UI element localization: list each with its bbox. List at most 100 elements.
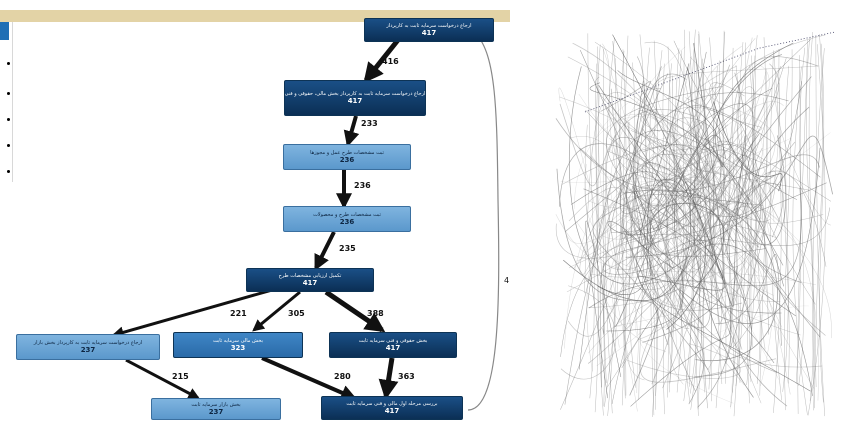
spaghetti-edge (702, 58, 712, 390)
spaghetti-edge (808, 32, 815, 411)
edge-n7-n10 (261, 356, 357, 401)
spaghetti-edge (572, 42, 687, 385)
process-node[interactable]: ثبت مشخصات طرح و محصولات 236 (283, 206, 411, 232)
node-count: 417 (421, 28, 437, 37)
spaghetti-edge (752, 35, 761, 384)
spaghetti-edge (703, 201, 768, 409)
spaghetti-edge (602, 46, 642, 348)
edge-n8-n10 (378, 357, 399, 400)
spaghetti-edge (578, 93, 806, 249)
edge-label: 388 (367, 309, 384, 318)
process-node[interactable]: ارجاع درخواست سرمایه ثابت به کارپرداز بخ… (284, 80, 426, 116)
spaghetti-edge (604, 37, 615, 414)
node-chain (584, 31, 836, 113)
spaghetti-edge (689, 33, 699, 387)
process-edges (111, 32, 500, 411)
spaghetti-edge (562, 101, 784, 244)
spaghetti-edge (692, 134, 754, 398)
process-node[interactable]: بخش بازار سرمایه ثابت 237 (151, 398, 281, 420)
spaghetti-edge (567, 219, 743, 350)
spaghetti-edge (746, 106, 810, 246)
spaghetti-edge (672, 117, 739, 226)
node-label: بخش حقوقی و فنی سرمایه ثابت (358, 337, 428, 344)
spaghetti-edge (730, 47, 737, 408)
spaghetti-edge (560, 166, 760, 248)
spaghetti-edge (795, 55, 802, 384)
spaghetti-edge (736, 183, 802, 283)
spaghetti-edge (559, 143, 732, 408)
spaghetti-edge (778, 49, 790, 384)
edge-label: 233 (361, 119, 378, 128)
process-node[interactable]: ارجاع درخواست سرمایه ثابت به کارپرداز بخ… (16, 334, 160, 360)
spaghetti-edge (746, 55, 757, 386)
node-label: ارجاع درخواست سرمایه ثابت به کارپرداز بخ… (284, 90, 426, 97)
spaghetti-edge (626, 175, 775, 364)
spaghetti-edge (666, 63, 672, 398)
spaghetti-edge (604, 41, 622, 407)
spaghetti-edge (774, 79, 831, 226)
node-label: بخش بازار سرمایه ثابت (191, 401, 241, 408)
node-label: تکمیل ارزیابی مشخصات طرح (278, 272, 342, 279)
spaghetti-edge (599, 182, 827, 388)
spaghetti-edge (629, 62, 637, 388)
spaghetti-edge (630, 266, 738, 407)
spaghetti-edge (607, 58, 617, 416)
spaghetti-edge (595, 63, 605, 407)
spaghetti-edge (639, 65, 782, 383)
spaghetti-edge (700, 305, 809, 338)
spaghetti-edge (587, 33, 595, 399)
process-node[interactable]: ارجاع درخواست سرمایه ثابت به کارپرداز 41… (364, 18, 494, 42)
spaghetti-edge (735, 42, 747, 386)
left-sidebar (0, 22, 13, 182)
spaghetti-edge (712, 66, 723, 385)
spaghetti-edge (675, 50, 690, 403)
edge-n2-n3 (343, 115, 360, 148)
edge-n5-n8 (324, 289, 386, 333)
spaghetti-edge (615, 54, 782, 328)
spaghetti-edge (594, 44, 601, 413)
process-node[interactable]: تکمیل ارزیابی مشخصات طرح 417 (246, 268, 374, 292)
spaghetti-edge (622, 35, 629, 399)
node-label: ثبت مشخصات طرح و محصولات (313, 211, 381, 218)
process-node[interactable]: بخش حقوقی و فنی سرمایه ثابت 417 (329, 332, 457, 358)
process-node[interactable]: بخش مالی سرمایه ثابت 323 (173, 332, 303, 358)
spaghetti-edge (621, 49, 627, 406)
spaghetti-edge (669, 65, 737, 186)
node-count: 417 (347, 96, 363, 105)
edge-label: 305 (288, 309, 305, 318)
sidebar-selected-item[interactable] (0, 22, 9, 40)
spaghetti-edge (576, 221, 774, 283)
node-count: 417 (385, 343, 401, 352)
spaghetti-edge (682, 105, 821, 338)
process-node[interactable]: ثبت مشخصات طرح عمل و مجوزها 236 (283, 144, 411, 170)
spaghetti-edge (670, 154, 770, 337)
spaghetti-edge (819, 43, 825, 403)
edge-label: 280 (334, 372, 351, 381)
spaghetti-edge (719, 60, 727, 384)
spaghetti-edge (588, 187, 802, 309)
spaghetti-edge (722, 32, 734, 393)
spaghetti-edge (715, 30, 725, 409)
spaghetti-edge (627, 343, 742, 379)
node-count: 237 (208, 407, 224, 416)
spaghetti-edge (690, 42, 701, 410)
spaghetti-edge (568, 66, 691, 285)
spaghetti-edge (619, 64, 731, 214)
node-label: بررسی مرحله اول مالی و فنی سرمایه ثابت (346, 400, 438, 407)
spaghetti-edge (700, 167, 779, 380)
spaghetti-edge (602, 48, 607, 383)
spaghetti-edge (606, 205, 745, 386)
spaghetti-edge (607, 134, 760, 325)
spaghetti-edge (697, 31, 707, 410)
spaghetti-edge (589, 82, 784, 287)
spaghetti-edge (773, 50, 782, 413)
process-node[interactable]: بررسی مرحله اول مالی و فنی سرمایه ثابت 4… (321, 396, 463, 420)
edge-label: 236 (354, 181, 371, 190)
spaghetti-edge (605, 137, 741, 255)
node-label: ارجاع درخواست سرمایه ثابت به کارپرداز بخ… (33, 339, 143, 346)
edge-label: 363 (398, 372, 415, 381)
bullet-icon (7, 62, 10, 65)
spaghetti-edge (578, 130, 798, 370)
spaghetti-edge (682, 144, 815, 389)
spaghetti-edge (815, 34, 823, 388)
